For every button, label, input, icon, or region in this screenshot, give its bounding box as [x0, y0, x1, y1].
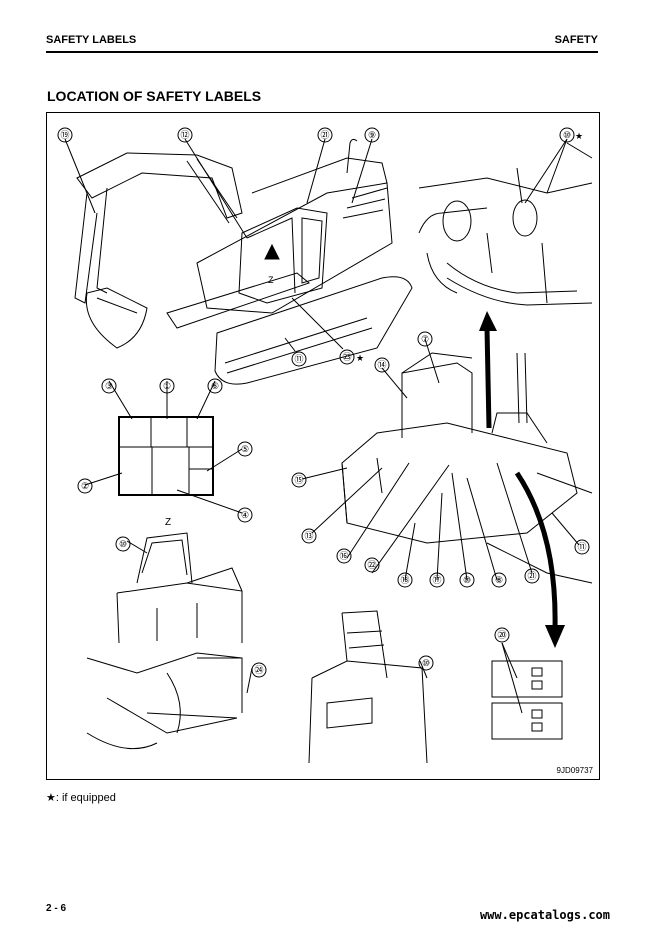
callout-label: ⑪: [577, 542, 586, 552]
callout-label: ⑬: [304, 531, 313, 541]
callout-label: ⑪: [294, 354, 303, 364]
header-section-title: SAFETY LABELS: [46, 34, 137, 46]
page-title: LOCATION OF SAFETY LABELS: [47, 88, 262, 104]
callout-label: ⑫: [180, 130, 189, 140]
excavator-illustration: Z: [57, 127, 593, 764]
callout-label: ⑦: [421, 334, 429, 344]
callout-label: ⑭: [377, 360, 386, 370]
callout-label: ⑱: [400, 575, 409, 585]
callout-label: ㉔: [254, 665, 263, 675]
engine-hood-drawing: [308, 610, 428, 764]
footnote-star: ★: [46, 792, 56, 804]
header-rule: [46, 51, 598, 53]
view-z-diagram: [84, 380, 243, 514]
watermark: www.epcatalogs.com: [479, 908, 610, 922]
callout-label: ⑩: [563, 130, 571, 140]
arrow-down-to-panel: [514, 471, 565, 648]
star-marker: ★: [356, 353, 364, 363]
excavator-drawing: [74, 138, 413, 385]
view-letter-on-drawing: Z: [268, 275, 274, 285]
page-number: 2 - 6: [46, 903, 67, 914]
figure-id: 9JD09737: [556, 766, 593, 775]
callout-label: ⑨: [368, 130, 376, 140]
callout-label: ⑥: [211, 381, 219, 391]
callout-label: ①: [163, 381, 171, 391]
callout-label: ⑮: [294, 475, 303, 485]
upper-structure-drawing: [341, 352, 593, 584]
callout-label: ⑧: [495, 575, 503, 585]
figure-frame: Z: [46, 112, 600, 780]
callout-label: ⑩: [463, 575, 471, 585]
callout-label: ⑯: [339, 551, 348, 561]
lower-left-detail-drawing: [86, 652, 253, 750]
callout-label: ㉑: [527, 571, 536, 581]
header-chapter-title: SAFETY: [554, 34, 598, 46]
callout-label: ⑳: [497, 630, 506, 640]
callout-label: ⑩: [422, 658, 430, 668]
footnote: ★: if equipped: [46, 791, 116, 804]
footnote-text: : if equipped: [55, 792, 116, 804]
callout-group: ⑲ ⑫ ㉑ ⑨ ⑩ ★ ⑪ ㉓ ★ ③ ① ⑥ ⑤ ② ④: [57, 127, 590, 678]
callout-label: ⑩: [119, 539, 127, 549]
switch-panel-drawing: [491, 642, 563, 740]
callout-label: ㉑: [320, 130, 329, 140]
cab-roof-drawing: [116, 532, 243, 644]
callout-label: ③: [105, 381, 113, 391]
callout-label: ⑤: [241, 444, 249, 454]
callout-label: ㉓: [342, 352, 351, 362]
callout-label: ⑰: [432, 575, 441, 585]
callout-label: ④: [241, 510, 249, 520]
arrow-up-to-detail: [479, 311, 497, 429]
callout-label: ②: [81, 481, 89, 491]
star-marker: ★: [575, 131, 583, 141]
hydraulic-detail-drawing: [418, 142, 593, 306]
view-z-label: Z: [165, 517, 171, 528]
callout-label: ⑲: [60, 130, 69, 140]
callout-label: ㉒: [367, 560, 376, 570]
